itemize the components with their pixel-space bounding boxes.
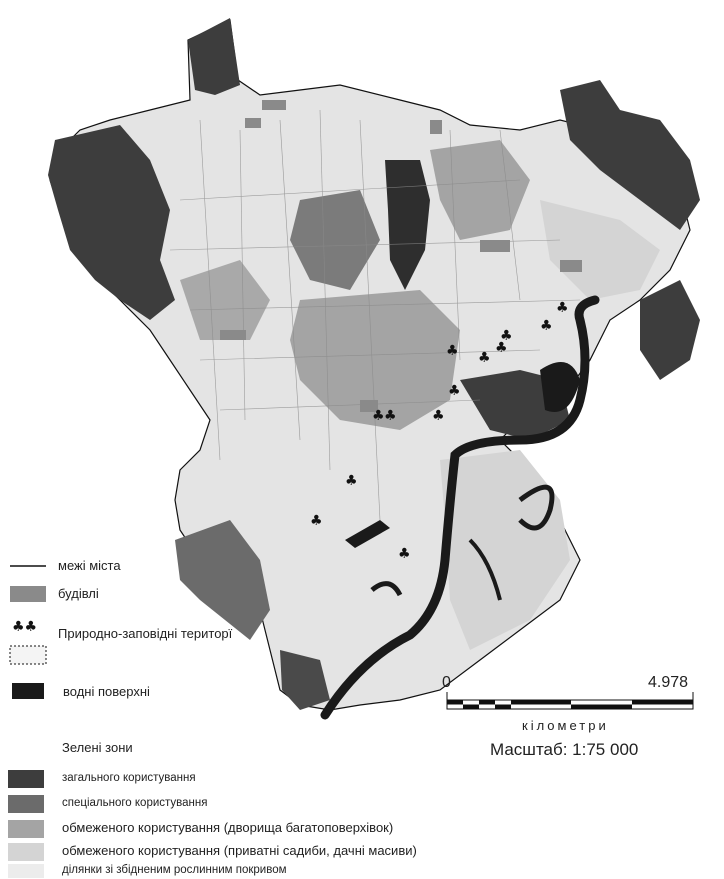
legend-zone-1-label: загального користування: [62, 772, 196, 784]
private-zone-south: [440, 450, 570, 650]
river: [320, 295, 600, 720]
nature-reserve-markers: ♣ ♣ ♣ ♣ ♣ ♣ ♣ ♣ ♣ ♣ ♣ ♣ ♣: [310, 300, 569, 562]
tree-icon: ♣: [345, 473, 358, 489]
legend-buildings-swatch: [10, 586, 46, 602]
scale-bar: [446, 692, 694, 710]
courtyard-zone-north: [430, 140, 530, 240]
green-zone-west: [48, 125, 175, 320]
buildings-layer: [220, 100, 582, 412]
tree-icon: ♣: [495, 340, 508, 356]
river-oxbow-3: [370, 581, 403, 597]
legend-zone-4-label: обмеженого користування (приватні садиби…: [62, 843, 417, 858]
scale-unit-label: кілометри: [522, 718, 609, 733]
tree-icon: ♣: [310, 513, 323, 529]
courtyard-zone-core: [290, 290, 460, 430]
legend-water-swatch: [12, 683, 44, 699]
green-zone-center: [385, 160, 430, 290]
special-zone-central: [290, 190, 380, 290]
legend-zone-3-swatch: [8, 820, 44, 838]
tree-icon: ♣: [540, 318, 553, 334]
pond: [345, 520, 390, 548]
scale-start-label: 0: [442, 674, 451, 691]
green-zone-northeast: [560, 80, 700, 230]
legend-reserve-icon: ♣♣: [12, 619, 37, 635]
tree-icon: ♣: [448, 383, 461, 399]
private-zone-east: [540, 200, 660, 300]
tree-icon: ♣: [398, 546, 411, 562]
scale-title: Масштаб: 1:75 000: [490, 740, 639, 759]
tree-icon: ♣: [432, 408, 445, 424]
legend-water-label: водні поверхні: [63, 684, 150, 699]
tree-icon: ♣: [372, 408, 385, 424]
lake-east: [540, 362, 580, 412]
tree-icon: ♣: [446, 343, 459, 359]
legend-zone-4-swatch: [8, 843, 44, 861]
legend-buildings-label: будівлі: [58, 586, 99, 601]
legend-nature-reserve-label: Природно-заповідні територї: [58, 626, 233, 641]
scale-end-label: 4.978: [648, 674, 689, 691]
legend-reserve-pattern: [9, 645, 47, 665]
courtyard-zone-west: [180, 260, 270, 340]
tree-icon: ♣: [384, 408, 397, 424]
green-zone-east: [640, 280, 700, 380]
tree-icon: ♣: [500, 328, 513, 344]
special-zone-southwest: [175, 520, 270, 640]
river-oxbow-2: [468, 538, 502, 601]
legend-zone-2-label: спеціального користування: [62, 797, 208, 809]
legend-zone-5-swatch: [8, 864, 44, 878]
legend-zone-3-label: обмеженого користування (дворища багатоп…: [62, 820, 394, 835]
tree-icon: ♣: [556, 300, 569, 316]
river-oxbow-1: [518, 484, 555, 531]
tree-icon: ♣: [478, 350, 491, 366]
legend-green-zones-title: Зелені зони: [62, 740, 133, 755]
special-zone-south: [280, 650, 330, 710]
green-zone-north: [188, 18, 240, 95]
legend-zone-5-label: ділянки зі збідненим рослинним покривом: [62, 864, 287, 876]
legend-city-boundary-label: межі міста: [58, 558, 121, 573]
legend-zone-2-swatch: [8, 795, 44, 813]
legend-zone-1-swatch: [8, 770, 44, 788]
